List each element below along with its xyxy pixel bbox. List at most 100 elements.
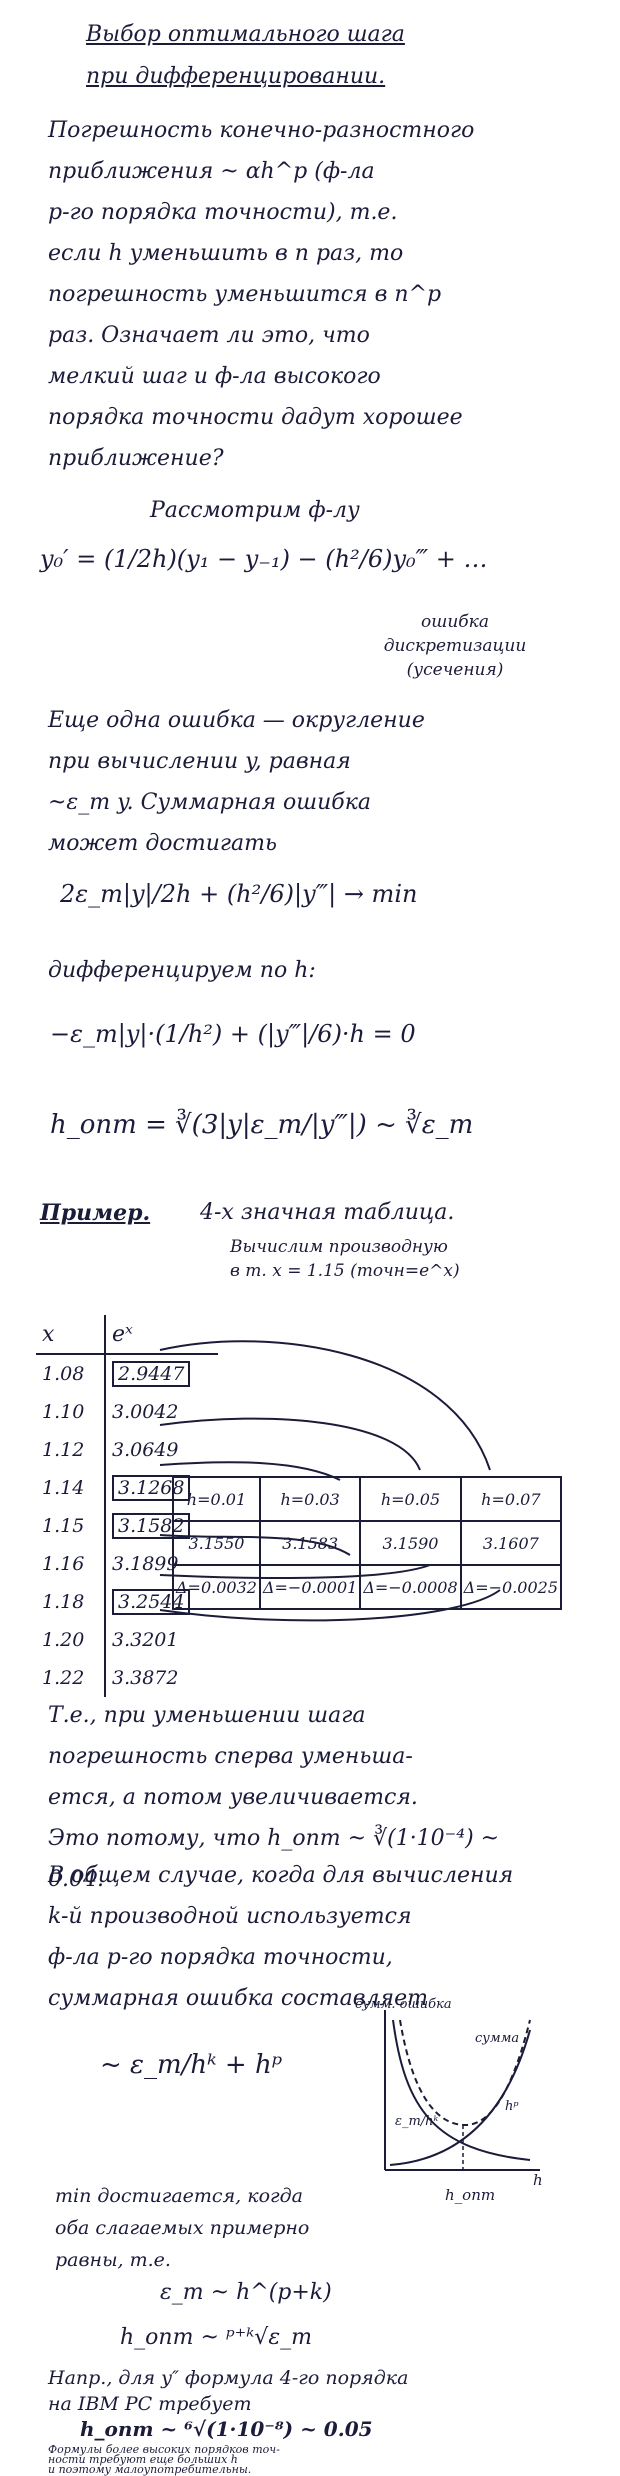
example-note: Вычислим производную в т. x = 1.15 (точн…: [230, 1235, 460, 1283]
text-line: ~ε_m y. Суммарная ошибка: [48, 790, 371, 815]
text-line: Формулы более высоких порядков точ-: [48, 2443, 280, 2456]
text-line: p-го порядка точности), т.е.: [48, 200, 398, 225]
cell-delta: Δ=−0.0001: [258, 1564, 362, 1610]
paragraph-min-condition: min достигается, когда оба слагаемых при…: [55, 2180, 355, 2276]
text-line: на IBM PC требует: [48, 2393, 252, 2415]
graph-label-sum-error: сумм. ошибка: [355, 1997, 452, 2012]
graph-label-em: ε_m/hᵏ: [395, 2114, 439, 2129]
paragraph-error-order: Погрешность конечно-разностного приближе…: [48, 110, 518, 479]
cell-x: 1.14: [36, 1469, 106, 1507]
text-line: min достигается, когда: [55, 2185, 303, 2207]
cell-x: 1.12: [36, 1431, 106, 1469]
value-box: 3.1582: [112, 1513, 191, 1539]
table-row: 1.20 3.3201: [36, 1621, 218, 1659]
cell-h: h=0.03: [258, 1476, 362, 1522]
text-line: равны, т.е.: [55, 2249, 171, 2271]
value-box: 3.1268: [112, 1475, 191, 1501]
text-line: В общем случае, когда для вычисления: [48, 1863, 514, 1888]
cell-x: 1.08: [36, 1354, 106, 1393]
text-line: при вычислении y, равная: [48, 749, 351, 774]
results-row-value: 3.1550 3.1583 3.1590 3.1607: [172, 1520, 563, 1566]
formula-h-opt: h_опт = ∛(3|y|ε_m/|y‴|) ~ ∛ε_m: [50, 1110, 474, 1140]
header-x: x: [36, 1315, 106, 1355]
formula-general-error: ~ ε_m/hᵏ + hᵖ: [100, 2050, 283, 2080]
paragraph-rounding-error: Еще одна ошибка — округление при вычисле…: [48, 700, 518, 864]
cell-ex: 3.3872: [112, 1667, 179, 1689]
cell-value: 3.1607: [459, 1520, 563, 1566]
arrow-line: [159, 1461, 341, 1481]
text-line: Еще одна ошибка — округление: [48, 708, 425, 733]
cell-x: 1.15: [36, 1507, 106, 1545]
formula-total-error: 2ε_m|y|/2h + (h²/6)|y‴| → min: [60, 880, 418, 908]
cell-delta: Δ=−0.0025: [459, 1564, 563, 1610]
cell-delta: Δ=0.0032: [172, 1564, 261, 1610]
cell-x: 1.16: [36, 1545, 106, 1583]
cell-x: 1.22: [36, 1659, 106, 1697]
consider-label: Рассмотрим ф-лу: [150, 498, 360, 523]
cell-h: h=0.01: [172, 1476, 261, 1522]
sum-curve: [399, 2019, 531, 2127]
table-row: 1.16 3.1899: [36, 1545, 218, 1583]
graph-label-hp: hᵖ: [505, 2099, 519, 2114]
cell-ex: 3.0649: [112, 1439, 179, 1461]
graph-label-h: h: [533, 2171, 543, 2189]
cell-h: h=0.07: [459, 1476, 563, 1522]
text-line: суммарная ошибка составляет: [48, 1986, 428, 2011]
text-line: ется, а потом увеличивается.: [48, 1785, 418, 1810]
graph-label-hopt: h_опт: [445, 2186, 495, 2204]
text-line: приближения ~ αh^p (ф-ла: [48, 159, 375, 184]
text-line: если h уменьшить в n раз, то: [48, 241, 404, 266]
graph-label-sum: сумма: [475, 2031, 519, 2046]
error-graph: сумм. ошибка сумма ε_m/hᵏ hᵖ h h_опт: [355, 1997, 543, 2204]
text-line: и поэтому малоупотребительны.: [48, 2463, 252, 2476]
cell-h: h=0.05: [359, 1476, 462, 1522]
text-line: может достигать: [48, 831, 277, 856]
note-line: дискретизации: [383, 636, 527, 656]
text-line: погрешность уменьшится в n^p: [48, 282, 442, 307]
note-line: ошибка: [421, 612, 489, 632]
text-line: погрешность сперва уменьша-: [48, 1744, 413, 1769]
formula-derivative-zero: −ε_m|y|·(1/h²) + (|y‴|/6)·h = 0: [50, 1020, 416, 1048]
cell-x: 1.20: [36, 1621, 106, 1659]
handwritten-notes-page: Выбор оптимального шага при дифференциро…: [36, 14, 563, 2476]
note-line: в т. x = 1.15 (точн=e^x): [230, 1261, 460, 1281]
paragraph-conclusion-example: Т.е., при уменьшении шага погрешность сп…: [48, 1695, 518, 1900]
text-line: Напр., для y″ формула 4-го порядка: [48, 2367, 409, 2389]
discretization-error-note: ошибка дискретизации (усечения): [380, 610, 530, 682]
note-line: (усечения): [406, 660, 504, 680]
note-line: Вычислим производную: [230, 1237, 448, 1257]
text-line: порядка точности дадут хорошее: [48, 405, 463, 430]
text-line: Т.е., при уменьшении шага: [48, 1703, 366, 1728]
formula-h-opt-general: h_опт ~ ᵖ⁺ᵏ√ε_m: [120, 2325, 312, 2350]
arrow-line: [159, 1340, 491, 1471]
formula-central-difference: y₀′ = (1/2h)(y₁ − y₋₁) − (h²/6)y₀‴ + …: [40, 545, 488, 573]
paragraph-ibm-example: Напр., для y″ формула 4-го порядка на IB…: [48, 2365, 518, 2417]
text-line: оба слагаемых примерно: [55, 2217, 310, 2239]
text-line: ности требуют еще больших h: [48, 2453, 238, 2466]
arrow-line: [159, 1417, 421, 1471]
text-line: Погрешность конечно-разностного: [48, 118, 475, 143]
table-row: 1.22 3.3872: [36, 1659, 218, 1697]
cell-value: 3.1590: [359, 1520, 462, 1566]
paragraph-general-case: В общем случае, когда для вычисления k-й…: [48, 1855, 518, 2019]
text-line: ф-ла p-го порядка точности,: [48, 1945, 393, 1970]
paragraph-higher-order: Формулы более высоких порядков точ- ност…: [48, 2443, 518, 2476]
results-row-delta: Δ=0.0032 Δ=−0.0001 Δ=−0.0008 Δ=−0.0025: [172, 1564, 563, 1610]
value-box: 2.9447: [112, 1361, 191, 1387]
value-box: 3.2544: [112, 1589, 191, 1615]
example-label: Пример.: [40, 1200, 151, 1226]
cell-value: 3.1550: [172, 1520, 261, 1566]
differentiate-label: дифференцируем по h:: [48, 958, 316, 983]
example-description: 4-х значная таблица.: [200, 1200, 455, 1225]
results-row-h: h=0.01 h=0.03 h=0.05 h=0.07: [172, 1476, 563, 1522]
cell-ex: 3.1899: [112, 1553, 179, 1575]
formula-balance: ε_m ~ h^(p+k): [160, 2280, 332, 2305]
results-table: h=0.01 h=0.03 h=0.05 h=0.07 3.1550 3.158…: [172, 1476, 563, 1610]
hp-curve: [389, 2029, 531, 2166]
page-title: Выбор оптимального шага при дифференциро…: [86, 14, 506, 98]
cell-ex: 3.3201: [112, 1629, 179, 1651]
